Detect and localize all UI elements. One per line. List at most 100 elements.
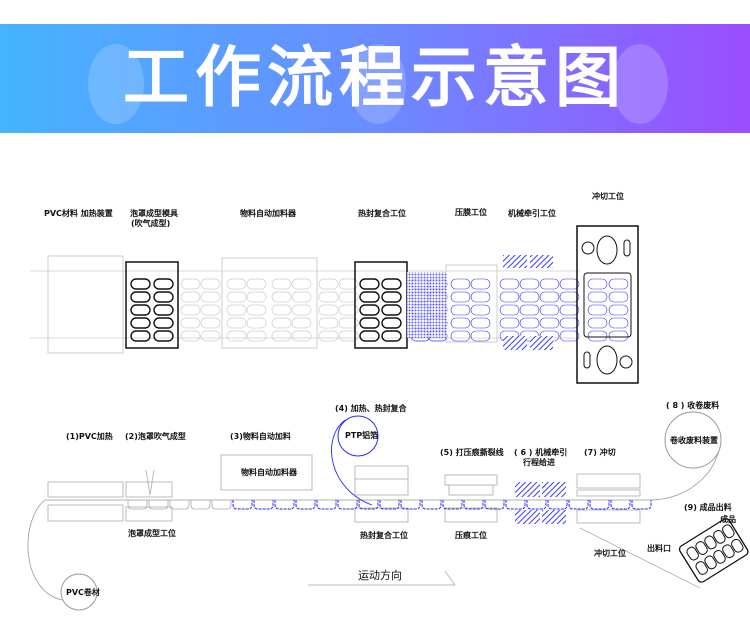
label-forming-station: 泡罩成型工位	[128, 528, 176, 538]
pack-cell	[713, 549, 726, 564]
blister-cell	[291, 330, 312, 342]
feeder-unit	[220, 454, 313, 491]
label-step2: (2)泡罩吹气成型	[125, 431, 186, 441]
blister-cell	[200, 330, 221, 342]
blister-cell	[291, 291, 312, 303]
label-step6-sub: 行程给进	[522, 457, 555, 467]
blister-cell	[381, 317, 402, 329]
watermark-logo-icon	[88, 44, 144, 124]
blister-cell	[318, 291, 339, 303]
label-step6: ( 6 ) 机械牵引	[514, 447, 567, 457]
blister-cell	[246, 291, 267, 303]
blister-cell	[539, 304, 560, 316]
blister-cell	[559, 291, 580, 303]
blister-cell	[539, 278, 560, 290]
blister-cell	[153, 278, 174, 290]
blister-cell	[130, 304, 151, 316]
label-waste-roll: 卷收废料装置	[669, 435, 718, 445]
blister-cell	[359, 291, 380, 303]
blister-pocket	[379, 500, 400, 510]
pvc-heater-box	[47, 255, 124, 354]
blister-cell	[180, 330, 201, 342]
blister-cell	[291, 317, 312, 329]
traction-clamps	[503, 255, 553, 350]
mold-box	[125, 261, 179, 349]
blister-pocket	[358, 500, 379, 510]
blister-cell	[470, 304, 491, 316]
blister-pocket	[547, 500, 568, 510]
press-box	[445, 264, 498, 343]
blister-pocket	[463, 500, 484, 510]
blister-cell	[338, 330, 359, 342]
blister-cell	[381, 330, 402, 342]
blister-cell	[200, 291, 221, 303]
blister-cell	[359, 317, 380, 329]
label-mold-sub: (吹气成型)	[131, 218, 170, 228]
blister-cell	[130, 291, 151, 303]
blister-pocket	[337, 500, 358, 510]
blister-pocket	[526, 500, 547, 510]
blister-pocket	[421, 500, 442, 510]
blister-cell	[587, 291, 608, 303]
blister-cell	[226, 304, 247, 316]
blister-pocket	[274, 500, 295, 510]
label-press-station: 压痕工位	[455, 530, 487, 540]
blister-cell	[608, 330, 629, 342]
blister-cell	[470, 278, 491, 290]
blister-cell	[271, 330, 292, 342]
blister-pocket	[568, 500, 589, 510]
blister-cell	[608, 304, 629, 316]
blister-cell	[587, 317, 608, 329]
label-foil: PTP铝箔	[345, 430, 378, 440]
blister-cell	[559, 330, 580, 342]
label-pvc-roll: PVC卷材	[66, 587, 100, 597]
blister-cell	[359, 278, 380, 290]
blister-cell	[587, 330, 608, 342]
blister-cell	[318, 278, 339, 290]
label-step4: (4) 加热、热封复合	[335, 403, 408, 413]
blister-cell	[291, 278, 312, 290]
blister-pocket	[442, 500, 463, 510]
blister-cell	[608, 278, 629, 290]
blister-cell	[519, 304, 540, 316]
blister-cell	[381, 291, 402, 303]
blister-cell	[450, 304, 471, 316]
blister-cell	[450, 317, 471, 329]
blister-pocket	[211, 500, 232, 510]
blister-cell	[226, 317, 247, 329]
ptp-foil-roll	[337, 415, 379, 457]
blister-cell	[587, 304, 608, 316]
finished-blister-pack	[678, 518, 749, 583]
blister-pocket	[253, 500, 274, 510]
blister-cell	[200, 304, 221, 316]
blister-pocket	[127, 500, 148, 510]
blister-pocket	[316, 500, 337, 510]
blister-cell	[130, 278, 151, 290]
blister-pocket	[148, 500, 169, 510]
blister-pocket	[400, 500, 421, 510]
blister-cell	[226, 291, 247, 303]
blister-cell	[153, 330, 174, 342]
blister-cell	[180, 304, 201, 316]
pack-cell	[731, 538, 744, 553]
blister-cell	[519, 317, 540, 329]
blister-cell	[470, 291, 491, 303]
blister-cell	[499, 304, 520, 316]
waste-roll	[664, 411, 722, 469]
label-die-cut: 冲切工位	[592, 191, 624, 201]
blister-pocket	[610, 500, 631, 510]
label-die-station: 冲切工位	[594, 548, 626, 558]
blister-cell	[180, 291, 201, 303]
blister-cell	[180, 317, 201, 329]
header-banner: 工作流程示意图	[0, 24, 750, 133]
blister-cell	[450, 291, 471, 303]
pack-cell	[704, 555, 717, 570]
blister-cell	[499, 291, 520, 303]
blister-pocket	[631, 500, 652, 510]
side-view: (1)PVC加热 (2)泡罩吹气成型 (3)物料自动加料 (4) 加热、热封复合…	[27, 400, 749, 611]
page-title: 工作流程示意图	[123, 39, 627, 116]
blister-cell	[381, 304, 402, 316]
blister-cell	[271, 291, 292, 303]
pack-cell	[722, 524, 735, 539]
blister-cell	[587, 278, 608, 290]
